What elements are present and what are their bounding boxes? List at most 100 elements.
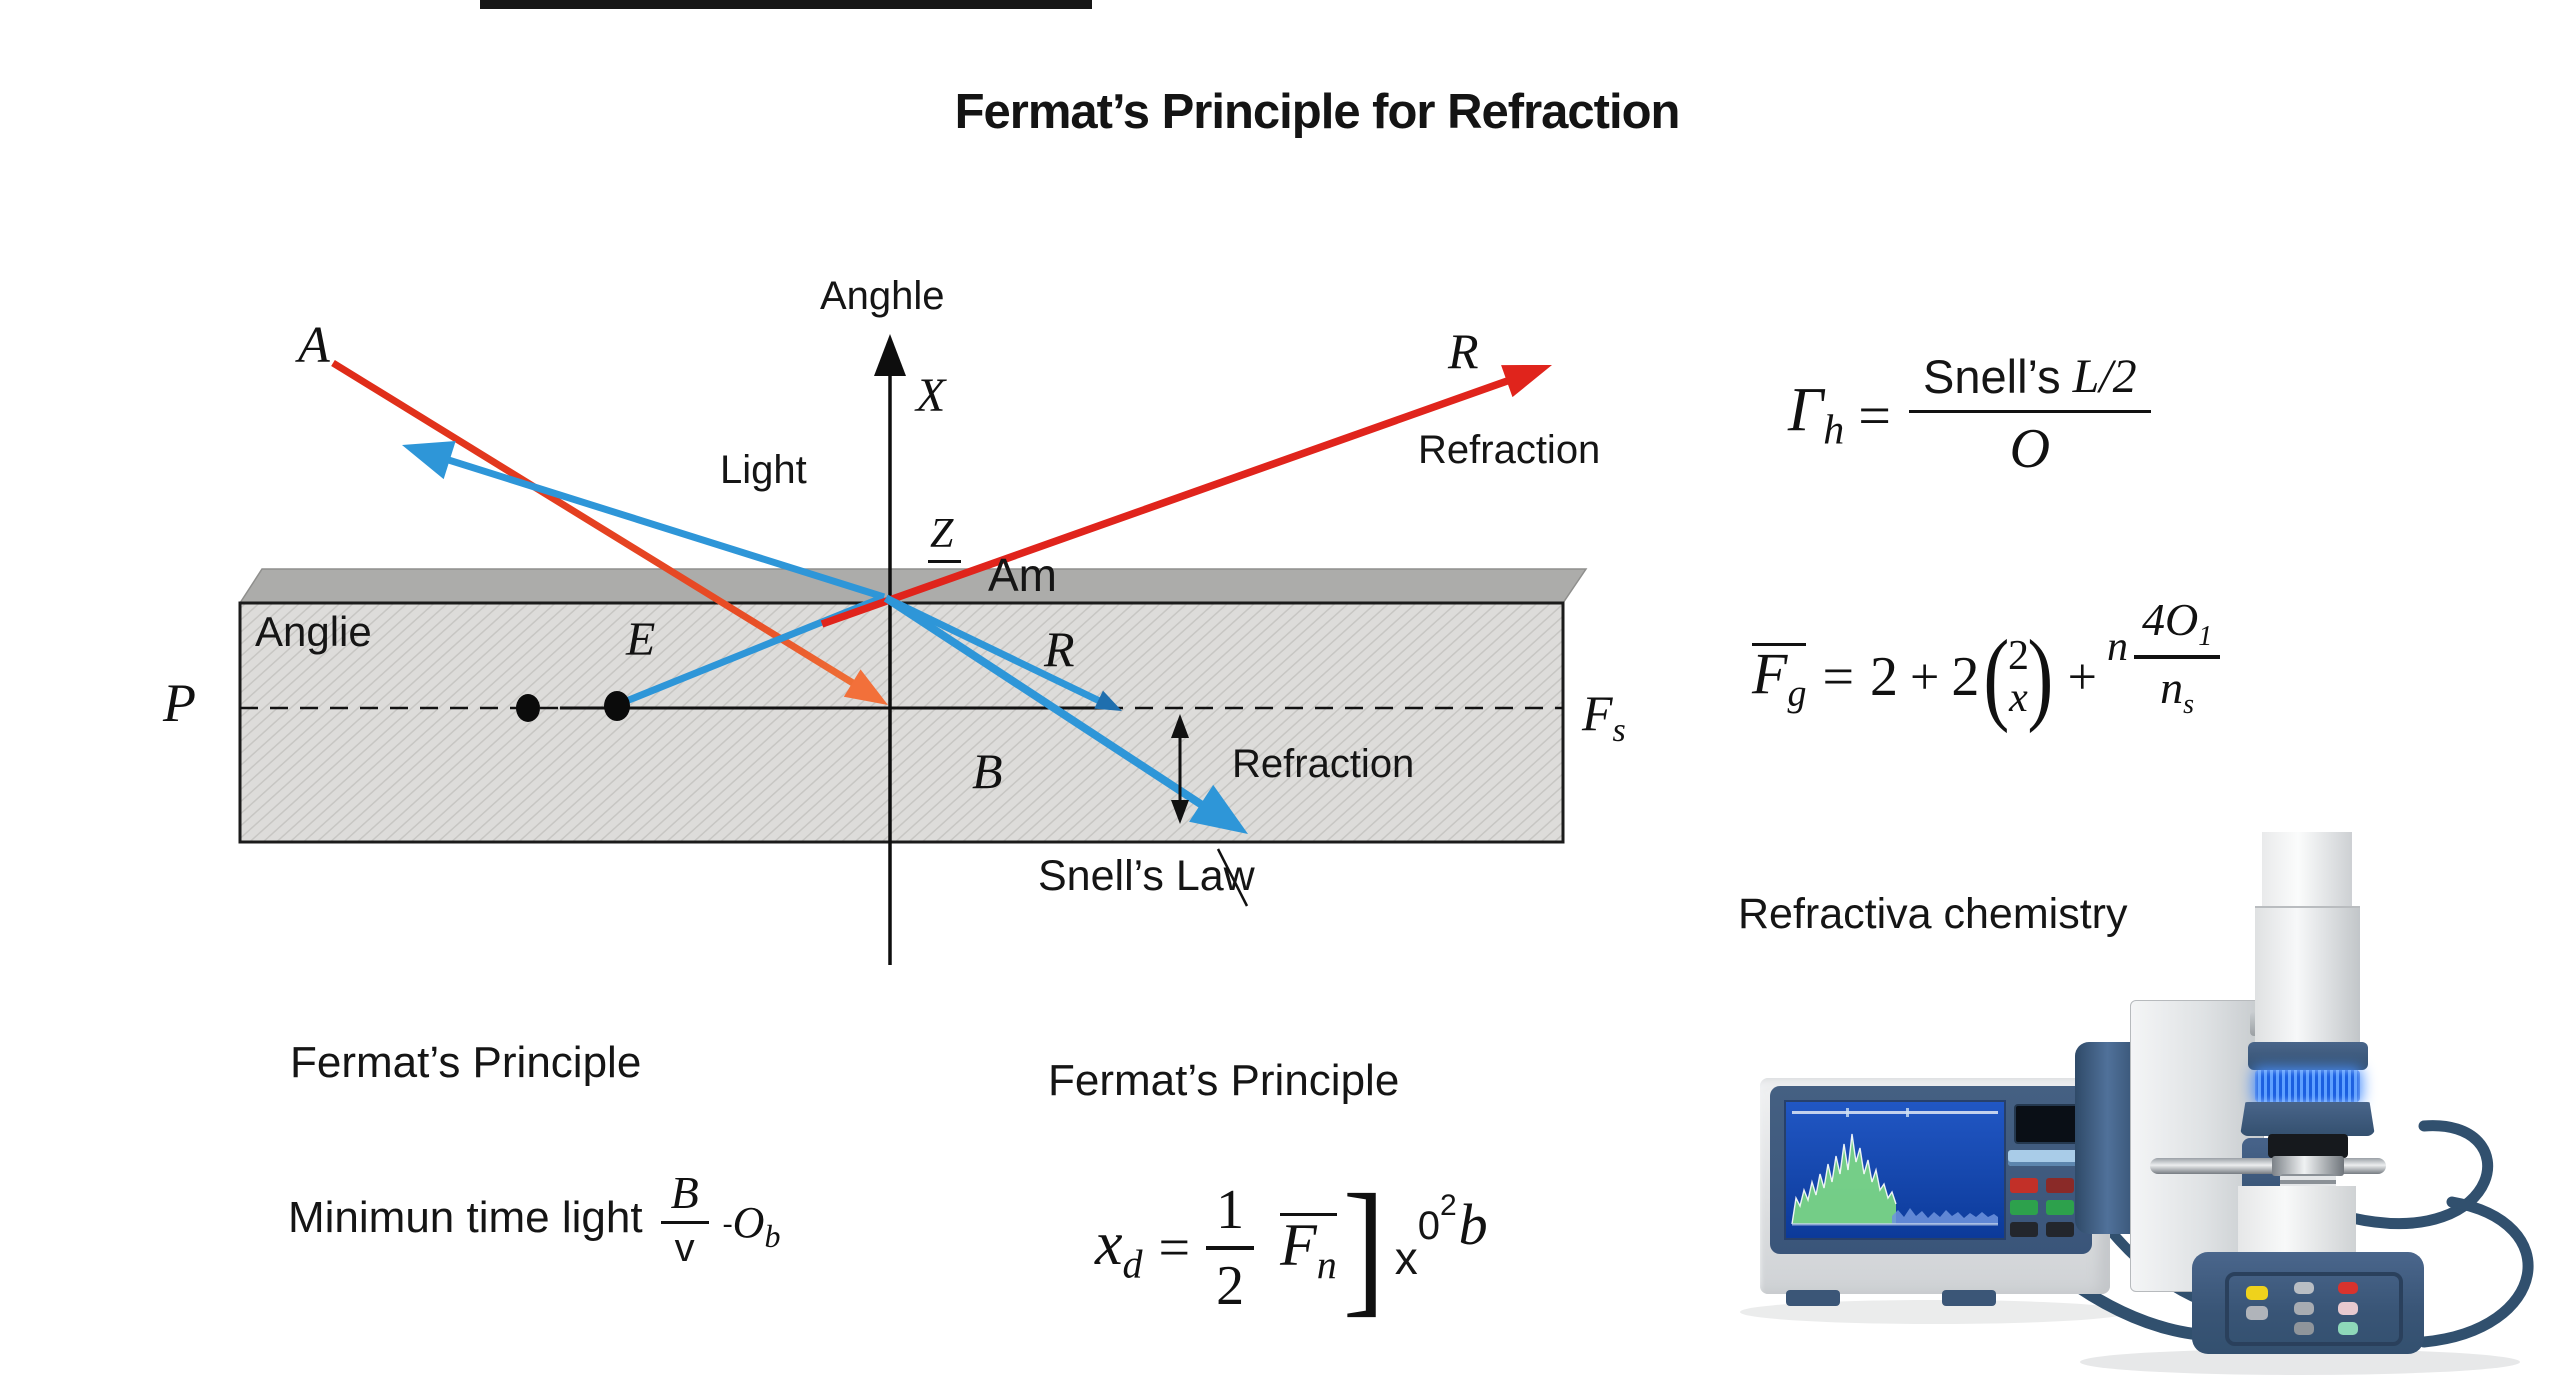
left-o-sub: b [764,1217,781,1254]
fg-binom-bottom: x [2009,675,2028,721]
center-equals: = [1158,1217,1191,1279]
fg-plus2: + [2067,648,2097,706]
internal-ray-to-r [884,594,1114,711]
measure-arrow-bottom-icon [1171,800,1189,824]
center-sup-two: 2 [1439,1189,1457,1222]
refracted-ray-arrowhead-icon [1501,365,1552,398]
monitor-button-dark-2[interactable] [2046,1222,2074,1237]
snell-ray-arrowhead-icon [1189,784,1248,834]
measure-arrow-top-icon [1171,714,1189,738]
left-frac-num: B [670,1166,699,1218]
left-frac-den: v [674,1225,695,1270]
monitor-button-dark-1[interactable] [2010,1222,2038,1237]
column-upper-cylinder [2262,832,2352,908]
top-cropped-strip [480,0,1092,9]
base-button-gray-4[interactable] [2294,1322,2314,1335]
monitor-button-green-1[interactable] [2010,1200,2038,1215]
tower-rod [2150,1158,2386,1174]
base-panel [2225,1272,2403,1346]
point-b-label: B [972,743,1003,799]
internal-ray-arrowhead-icon [1094,690,1122,711]
monitor-readout-strip [2008,1150,2084,1166]
fg-term1: 2 [1870,646,1899,708]
left-sentence-row: Minimun time light B v - Ob [288,1148,780,1288]
left-fraction: B v [660,1166,709,1271]
monitor-button-green-2[interactable] [2046,1200,2074,1215]
spectrum-green-area [1792,1134,1896,1224]
snell-l2: L/2 [2072,349,2137,403]
formula-snell-denominator: O [2009,418,2051,481]
snell-ray-blue [883,594,1231,826]
fg-fraction: 4O1 ns [2133,593,2221,721]
base-button-yellow[interactable] [2246,1286,2268,1300]
column-collar-bottom [2240,1102,2375,1136]
fg-frac-num: 4O1 [2134,593,2220,655]
center-sup-zero: 0 [1417,1203,1440,1248]
center-f-letter: F [1280,1212,1317,1278]
fs-subscript: s [1612,712,1626,749]
fg-paren-open: ( [1983,618,2010,734]
base-button-gray-2[interactable] [2246,1306,2268,1320]
fg-lhs: Fg [1752,643,1807,713]
refraction-inner-label: Refraction [1232,742,1415,786]
snells-law-pointer [1216,848,1249,907]
fg-exponent: n [2106,624,2128,670]
refracted-ray-red [820,365,1543,628]
point-r-inner-label: R [1044,621,1075,677]
point-dot-e [604,691,630,721]
monitor-button-red-2[interactable] [2046,1178,2074,1193]
fg-frac-den: ns [2160,659,2194,721]
center-x-sub: d [1122,1241,1143,1287]
monitor-button-red-1[interactable] [2010,1178,2038,1193]
base-button-gray-3[interactable] [2294,1302,2314,1315]
cable-loop-lower [2418,1196,2534,1348]
base-button-red[interactable] [2338,1282,2358,1294]
column-collar-top [2248,1042,2368,1070]
fg-paren-close: ) [2027,618,2054,734]
spectrum-chart [1786,1102,2004,1238]
center-frac-den: 2 [1216,1254,1245,1317]
formula-snell-fraction: Snell’s L/2 O [1909,349,2151,482]
fg-frac-den-main: n [2160,661,2184,713]
instrument-illustration: Refractiva chemistry [1690,820,2560,1396]
column-main-cylinder [2255,906,2360,1048]
left-o-term: - [722,1207,733,1240]
left-heading: Fermat’s Principle [290,1038,642,1087]
instrument-caption: Refractiva chemistry [1738,890,2128,938]
snells-law-label: Snell’s Law [1038,852,1255,900]
left-sentence: Minimun time light [288,1193,643,1242]
point-a-label: A [298,317,330,374]
reflected-ray-blue [418,447,886,601]
light-label: Light [720,448,807,492]
point-p-label: P [163,673,196,733]
base-button-teal[interactable] [2338,1322,2358,1335]
formula-snell-lhs: Γh [1788,375,1844,454]
fg-frac-num-sub: 1 [2198,621,2213,653]
fg-equals: = [1822,646,1855,708]
center-bracket: ] [1342,1164,1385,1331]
center-frac-num: 1 [1216,1179,1245,1242]
base-button-pink[interactable] [2338,1302,2358,1315]
fg-binom: 2 x [2008,635,2029,719]
monitor-shadow [1740,1300,2130,1324]
center-half-fraction: 1 2 [1206,1178,1255,1318]
x-axis-label: X [916,369,946,422]
formula-snell-equals: = [1858,382,1891,448]
monitor-foot-left [1786,1290,1840,1306]
fraction-bar [660,1220,709,1224]
incident-ray-arrowhead-icon [843,669,888,705]
refraction-top-label: Refraction [1418,428,1601,472]
axis-title-label: Anghle [820,274,945,318]
base-button-gray-1[interactable] [2294,1282,2314,1294]
cable-loop-upper [2346,1120,2494,1229]
center-x2: x [1394,1232,1418,1284]
gamma-symbol: Γ [1788,376,1824,445]
formula-snell-numerator: Snell’s L/2 [1909,349,2151,410]
point-fs-label: Fs [1582,684,1626,750]
point-e-label: E [626,613,656,666]
reflected-ray-arrowhead-icon [402,440,456,480]
fg-binom-top: 2 [2008,633,2029,679]
formula-fg: Fg = 2 + 2 ( 2 x ) + n 4O1 ns [1752,592,2221,762]
